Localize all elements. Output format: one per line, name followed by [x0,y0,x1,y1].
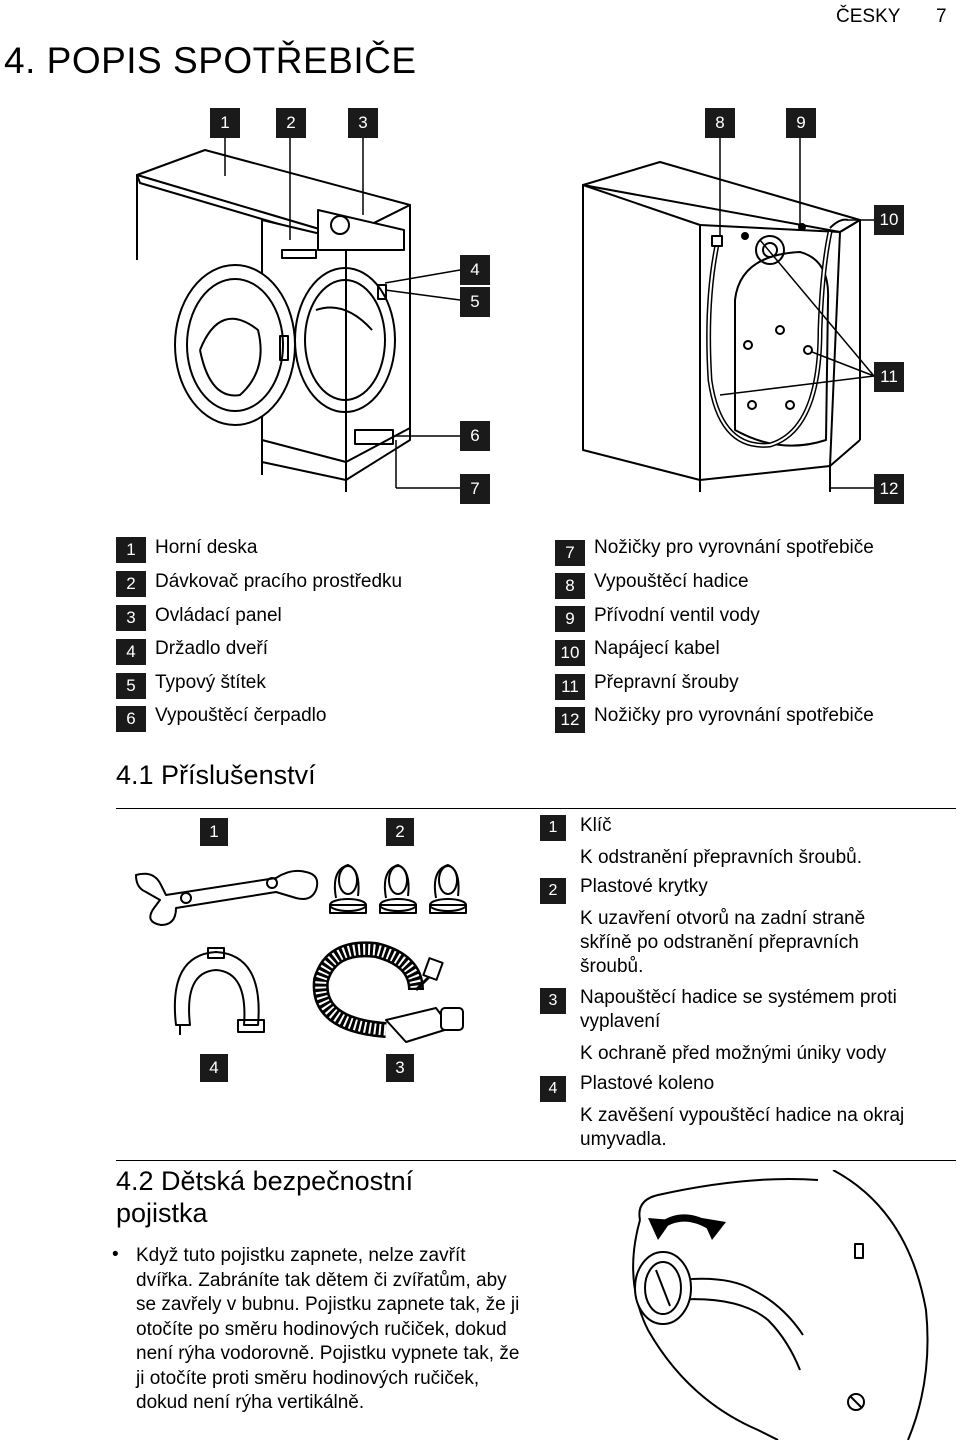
fig-label-4: 4 [200,1054,228,1082]
legend-num-9: 9 [555,606,585,632]
child-lock-illustration [632,1170,929,1440]
accessory-title-1: Klíč [580,815,612,836]
accessory-desc-4: K zavěšení vypouštěcí hadice na okraj um… [580,1105,905,1150]
accessory-desc-2: K uzavření otvorů na zadní straně skříně… [580,908,866,977]
legend-text-6: Vypouštěcí čerpadlo [155,705,327,726]
legend-text-1: Horní deska [155,537,258,558]
accessory-num-3: 3 [540,988,566,1014]
legend-text-9: Přívodní ventil vody [594,605,760,626]
legend-text-4: Držadlo dveří [155,638,268,659]
accessory-title-2: Plastové krytky [580,876,708,897]
child-lock-description: Když tuto pojistku zapnete, nelze zavřít… [136,1245,520,1413]
section-title: 4. POPIS SPOTŘEBIČE [4,40,417,81]
callout-8: 8 [705,108,735,138]
page-number: 7 [936,6,947,27]
accessory-title-3: Napouštěcí hadice se systémem proti vypl… [580,987,897,1032]
legend-text-2: Dávkovač pracího prostředku [155,571,403,592]
callout-10: 10 [874,205,904,235]
fig-label-2: 2 [386,818,414,846]
callout-2: 2 [276,108,306,138]
legend-num-10: 10 [555,640,585,666]
legend-num-3: 3 [116,605,146,631]
legend-num-12: 12 [555,707,585,733]
accessory-num-1: 1 [540,815,566,841]
legend-text-7: Nožičky pro vyrovnání spotřebiče [594,537,874,558]
callout-1: 1 [210,108,240,138]
accessory-num-2: 2 [540,878,566,904]
callout-9: 9 [786,108,816,138]
fig-label-1: 1 [200,818,228,846]
callout-12: 12 [874,474,904,504]
legend-num-6: 6 [116,706,146,732]
accessory-desc-3: K ochraně před možnými úniky vody [580,1043,887,1064]
legend-text-10: Napájecí kabel [594,638,720,659]
legend-num-4: 4 [116,639,146,665]
legend-text-8: Vypouštěcí hadice [594,571,749,592]
legend-num-1: 1 [116,537,146,563]
header-language: ČESKY [836,6,901,27]
child-lock-title-line1: 4.2 Dětská bezpečnostní [116,1166,414,1196]
accessory-desc-1: K odstranění přepravních šroubů. [580,847,863,868]
fig-label-3: 3 [386,1054,414,1082]
accessories-illustration [135,864,467,1043]
accessory-num-4: 4 [540,1076,566,1102]
callout-7: 7 [460,474,490,504]
legend-text-12: Nožičky pro vyrovnání spotřebiče [594,705,874,726]
legend-text-11: Přepravní šrouby [594,672,739,693]
legend-num-7: 7 [555,540,585,566]
accessory-title-4: Plastové koleno [580,1073,715,1094]
bullet-icon: • [112,1244,119,1265]
callout-6: 6 [460,421,490,451]
divider [116,808,956,809]
legend-num-5: 5 [116,673,146,699]
legend-num-11: 11 [555,674,585,700]
callout-5: 5 [460,287,490,317]
child-lock-title-line2: pojistka [116,1198,208,1228]
legend-text-3: Ovládací panel [155,605,282,626]
callout-11: 11 [874,362,904,392]
legend-num-8: 8 [555,573,585,599]
legend-text-5: Typový štítek [155,672,266,693]
callout-3: 3 [348,108,378,138]
divider [116,1160,956,1161]
legend-num-2: 2 [116,571,146,597]
callout-4: 4 [460,255,490,285]
accessories-title: 4.1 Příslušenství [116,760,316,790]
appliance-front-illustration [136,136,875,492]
